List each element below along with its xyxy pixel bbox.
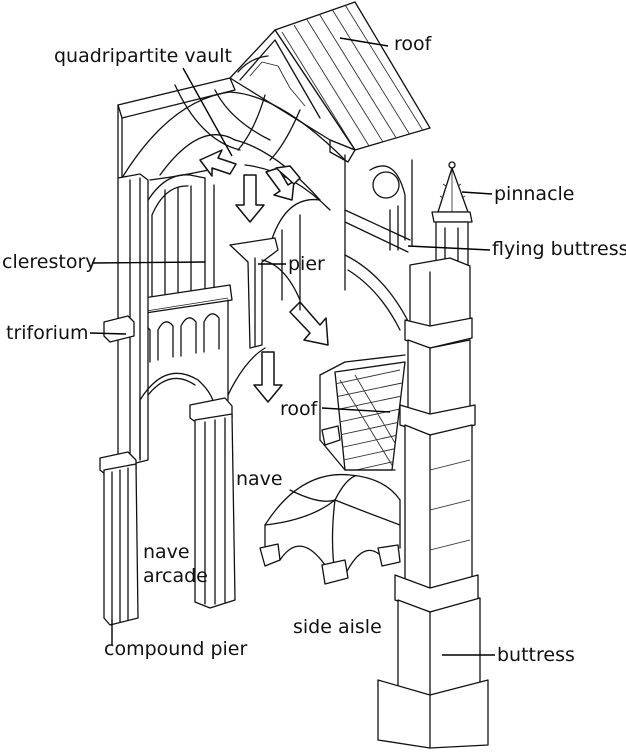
- upper-walls: [117, 77, 356, 291]
- compound-pier-left: [99, 173, 149, 626]
- label-nave-arcade-line1: nave: [143, 541, 190, 563]
- label-flying-buttress: flying buttress: [492, 238, 626, 260]
- quadripartite-vault: [121, 84, 346, 211]
- label-compound-pier: compound pier: [104, 638, 247, 660]
- leader-lines: [89, 37, 495, 656]
- label-roof-top: roof: [394, 33, 433, 55]
- label-clerestory: clerestory: [2, 251, 97, 273]
- central-pier: [229, 237, 301, 349]
- aisle-roof: [319, 354, 406, 471]
- label-quadripartite-vault: quadripartite vault: [54, 45, 232, 67]
- label-nave: nave: [236, 468, 283, 490]
- label-buttress: buttress: [497, 644, 575, 666]
- nave-arcade: [139, 299, 266, 609]
- label-pinnacle: pinnacle: [494, 183, 574, 205]
- main-roof: [229, 1, 431, 151]
- label-side-aisle: side aisle: [293, 616, 382, 638]
- triforium: [129, 284, 233, 366]
- label-roof-aisle: roof: [280, 398, 319, 420]
- flying-buttress-arches: [344, 159, 413, 331]
- label-pier: pier: [288, 253, 325, 275]
- label-nave-arcade-line2: arcade: [143, 565, 208, 587]
- thrust-arrows: [199, 149, 329, 403]
- side-aisle-vault: [259, 473, 401, 585]
- buttress-tower: [377, 257, 489, 749]
- label-triforium: triforium: [6, 322, 89, 344]
- pinnacle: [431, 161, 473, 269]
- labels: roof quadripartite vault pinnacle flying…: [2, 33, 626, 666]
